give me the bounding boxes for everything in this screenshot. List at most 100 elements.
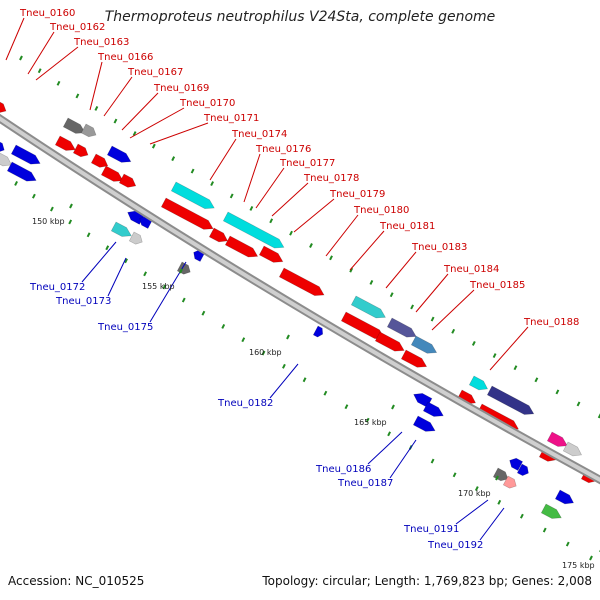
gene-label-top: Tneu_0184 bbox=[443, 264, 499, 275]
minor-tick bbox=[534, 377, 539, 383]
callout-line bbox=[271, 182, 309, 217]
callout-line bbox=[489, 326, 529, 371]
callout-line bbox=[5, 17, 25, 61]
gene-arrow bbox=[386, 317, 417, 338]
minor-tick bbox=[387, 431, 391, 437]
minor-tick bbox=[94, 106, 99, 111]
minor-tick bbox=[124, 258, 128, 264]
minor-tick bbox=[520, 513, 524, 519]
gene-arrow bbox=[374, 331, 405, 352]
gene-label-bottom: Tneu_0187 bbox=[337, 478, 393, 489]
gene-arrow bbox=[554, 489, 575, 505]
minor-tick bbox=[302, 377, 307, 383]
kbp-tick-label: 160 kbp bbox=[249, 348, 282, 357]
callout-line bbox=[209, 138, 237, 181]
minor-tick bbox=[261, 350, 266, 356]
minor-tick bbox=[32, 193, 36, 199]
topology-summary: Topology: circular; Length: 1,769,823 bp… bbox=[262, 574, 592, 588]
callout-line bbox=[385, 251, 417, 289]
callout-line bbox=[149, 122, 209, 145]
gene-arrow bbox=[72, 143, 89, 158]
gene-arrow bbox=[110, 221, 132, 237]
callout-line bbox=[27, 31, 55, 75]
minor-tick bbox=[151, 143, 156, 149]
kbp-tick-label: 155 kbp bbox=[142, 282, 175, 291]
gene-label-top: Tneu_0181 bbox=[379, 221, 435, 232]
minor-tick bbox=[565, 541, 570, 547]
gene-label-top: Tneu_0169 bbox=[153, 83, 209, 94]
minor-tick bbox=[349, 267, 354, 273]
gene-arrow bbox=[422, 401, 444, 417]
callout-line bbox=[293, 198, 335, 233]
minor-ticks bbox=[14, 55, 600, 561]
minor-tick bbox=[68, 219, 73, 225]
minor-tick bbox=[37, 68, 42, 74]
gene-arrow bbox=[128, 231, 143, 245]
minor-tick bbox=[542, 527, 547, 533]
gene-arrow bbox=[350, 295, 386, 319]
minor-tick bbox=[181, 297, 186, 303]
minor-tick bbox=[369, 279, 374, 285]
callout-line bbox=[269, 363, 299, 399]
gene-arrow bbox=[62, 117, 86, 134]
minor-tick bbox=[113, 118, 118, 124]
callout-line bbox=[107, 257, 127, 297]
minor-tick bbox=[410, 304, 415, 310]
gene-label-top: Tneu_0188 bbox=[523, 317, 579, 328]
backbone-inner bbox=[0, 116, 600, 483]
gene-label-bottom: Tneu_0175 bbox=[97, 322, 153, 333]
gene-label-top: Tneu_0177 bbox=[279, 158, 335, 169]
gene-label-top: Tneu_0160 bbox=[19, 8, 75, 19]
gene-arrow bbox=[546, 431, 568, 447]
gene-arrow bbox=[0, 151, 13, 167]
gene-arrow bbox=[486, 385, 535, 415]
minor-tick bbox=[201, 310, 206, 316]
callout-line bbox=[367, 431, 403, 465]
callout-line bbox=[81, 241, 117, 283]
gene-label-top: Tneu_0170 bbox=[179, 98, 235, 109]
gene-arrow bbox=[540, 503, 562, 519]
gene-label-top: Tneu_0167 bbox=[127, 67, 183, 78]
label-callouts: Tneu_0160Tneu_0162Tneu_0163Tneu_0166Tneu… bbox=[5, 8, 579, 551]
gene-arrow bbox=[278, 267, 325, 296]
gene-label-top: Tneu_0178 bbox=[303, 173, 359, 184]
gene-label-bottom: Tneu_0191 bbox=[403, 524, 459, 535]
minor-tick bbox=[555, 389, 560, 395]
minor-tick bbox=[86, 232, 91, 238]
minor-tick bbox=[430, 316, 435, 322]
gene-label-top: Tneu_0174 bbox=[231, 129, 287, 140]
callout-line bbox=[35, 46, 79, 81]
callout-line bbox=[479, 507, 505, 541]
gene-arrow bbox=[562, 441, 583, 457]
minor-tick bbox=[309, 243, 313, 248]
callout-line bbox=[243, 153, 261, 203]
gene-arrow bbox=[400, 349, 428, 368]
minor-tick bbox=[344, 404, 349, 410]
gene-arrow bbox=[80, 123, 97, 138]
minor-tick bbox=[282, 363, 286, 369]
major-tick bbox=[286, 334, 290, 340]
gene-arrow bbox=[509, 457, 524, 471]
gene-label-top: Tneu_0162 bbox=[49, 22, 105, 33]
gene-arrow bbox=[502, 475, 517, 489]
major-tick bbox=[179, 268, 183, 274]
gene-label-bottom: Tneu_0192 bbox=[427, 540, 483, 551]
minor-tick bbox=[451, 328, 456, 334]
minor-tick bbox=[329, 255, 333, 261]
gene-label-top: Tneu_0183 bbox=[411, 242, 467, 253]
minor-tick bbox=[143, 271, 147, 277]
gene-arrow bbox=[118, 173, 137, 188]
minor-tick bbox=[576, 401, 581, 407]
minor-tick bbox=[323, 390, 328, 396]
gene-label-bottom: Tneu_0182 bbox=[217, 398, 273, 409]
callout-line bbox=[349, 230, 385, 271]
minor-tick bbox=[289, 230, 293, 236]
minor-tick bbox=[269, 218, 274, 224]
gene-arrow bbox=[224, 235, 259, 258]
callout-line bbox=[121, 92, 159, 131]
callout-line bbox=[455, 499, 489, 525]
callout-line bbox=[103, 76, 133, 117]
gene-label-top: Tneu_0166 bbox=[97, 52, 153, 63]
minor-tick bbox=[513, 365, 518, 371]
